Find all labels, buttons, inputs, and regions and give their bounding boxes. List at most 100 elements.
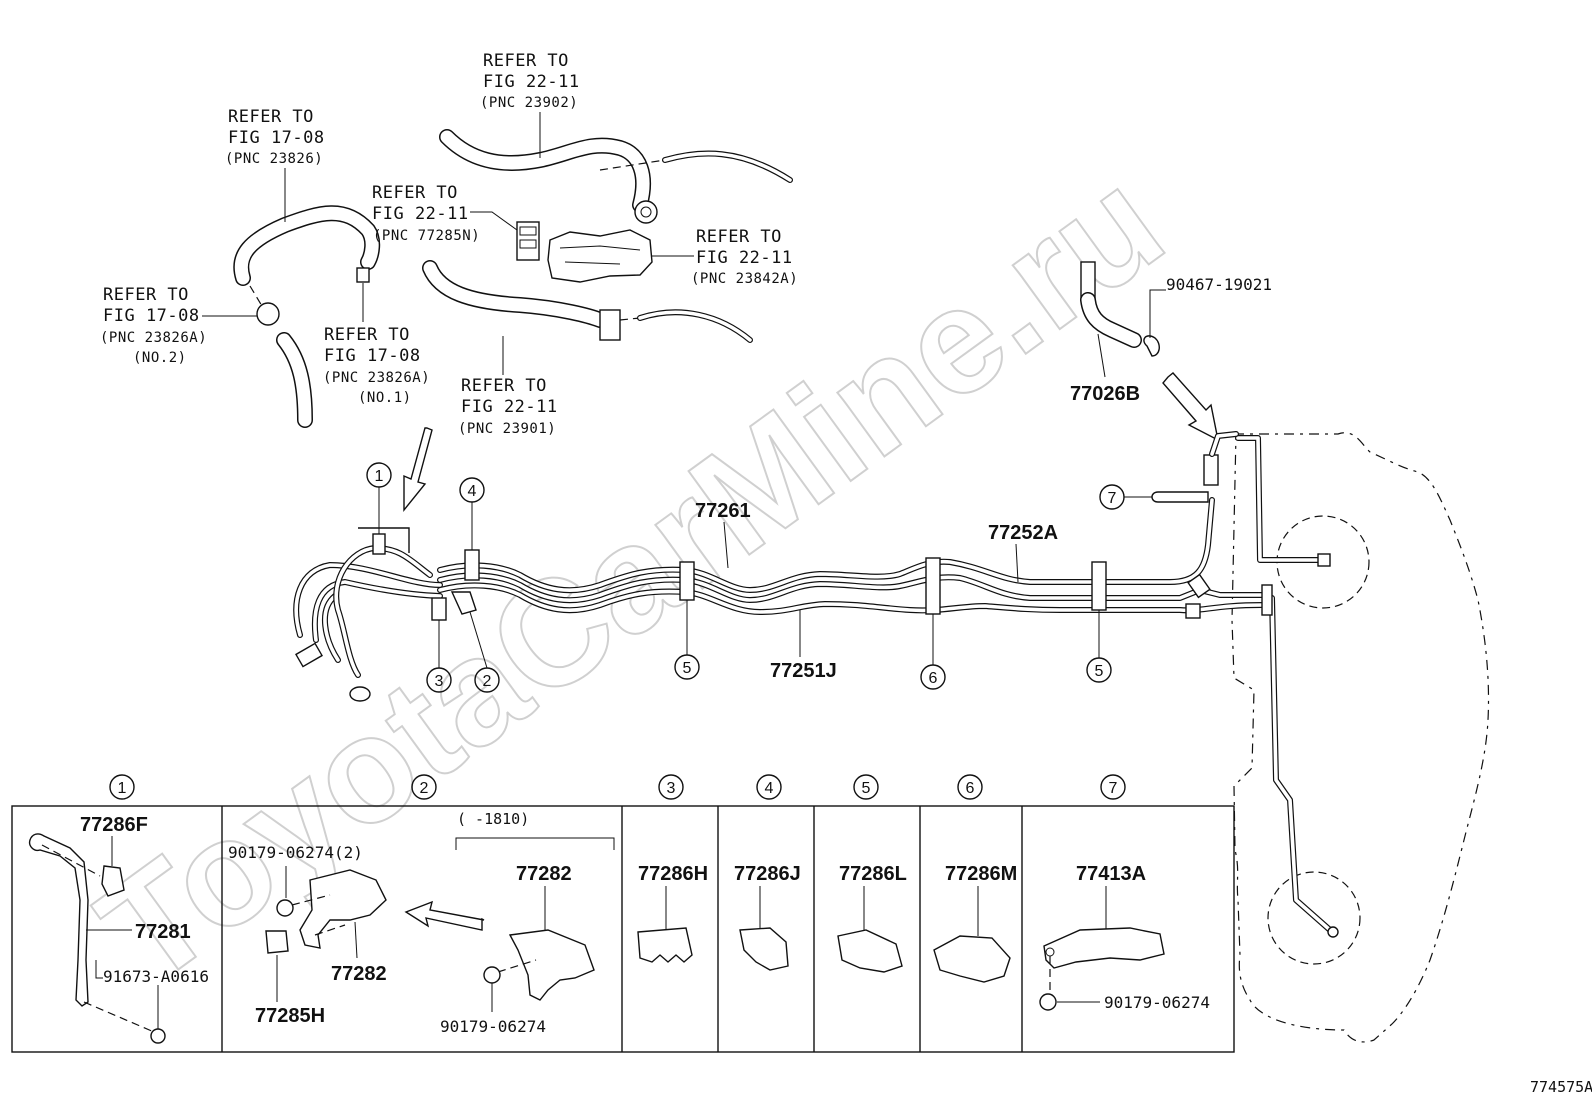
ref-line1: REFER TO (461, 376, 547, 396)
svg-text:6: 6 (966, 780, 975, 797)
clamp-5a (679, 561, 695, 601)
ref-line2: FIG 17-08 (324, 346, 421, 366)
svg-text:2: 2 (483, 673, 492, 690)
callout-1: 1 (358, 462, 410, 553)
clamp-6 (925, 557, 941, 615)
part-77252A: 77252A (988, 522, 1058, 544)
hose-23826 (233, 205, 381, 428)
ref-23901: REFER TO FIG 22-11 (PNC 23901) (458, 336, 558, 437)
part-77281: 77281 (135, 921, 191, 943)
part-77251J: 77251J (770, 660, 837, 682)
ref-line1: REFER TO (483, 51, 569, 71)
ref-pnc: (PNC 23826A) (100, 330, 207, 346)
svg-text:3: 3 (435, 673, 444, 690)
svg-text:4: 4 (468, 483, 477, 500)
ref-line2: FIG 22-11 (461, 397, 558, 417)
part-77026B: 77026B (1070, 383, 1140, 405)
ref-line1: REFER TO (103, 285, 189, 305)
clamp-1 (372, 533, 386, 555)
hose-23901 (422, 260, 753, 343)
ref-line1: REFER TO (696, 227, 782, 247)
svg-text:7: 7 (1108, 490, 1117, 507)
ref-line1: REFER TO (372, 183, 458, 203)
callout-7: 7 (1099, 484, 1152, 510)
detail-table: 1 2 3 4 5 6 7 77286F 77281 91673-A0616 (… (11, 774, 1235, 1053)
clamp-4 (464, 549, 480, 581)
clamp-5b (1091, 561, 1107, 611)
detail-cell-7: 77413A 90179-06274 (1039, 863, 1210, 1012)
detail-header-5: 5 (853, 774, 879, 800)
svg-text:2: 2 (420, 780, 429, 797)
callout-5b: 5 (1086, 610, 1112, 683)
ref-23902: REFER TO FIG 22-11 (PNC 23902) (480, 51, 580, 158)
ref-pnc: (PNC 23902) (480, 95, 578, 111)
part-77286J: 77286J (734, 863, 801, 885)
part-77282-left: 77282 (331, 963, 387, 985)
detail-cell-1: 77286F 77281 91673-A0616 (28, 814, 209, 1044)
figure-code: 774575A (1530, 1078, 1592, 1096)
callout-4: 4 (459, 477, 485, 550)
svg-text:1: 1 (375, 468, 384, 485)
detail-header-1: 1 (109, 774, 135, 800)
part-90467-19021: 90467-19021 (1166, 275, 1272, 294)
detail-cell-5: 77286L (837, 863, 907, 973)
detail-header-2: 2 (411, 774, 437, 800)
arrow-icon (403, 427, 433, 512)
ref-pnc: (PNC 23842A) (691, 271, 798, 287)
svg-text:6: 6 (929, 670, 938, 687)
fuel-tank (1231, 432, 1490, 1043)
detail-header-3: 3 (658, 774, 684, 800)
ref-77285N: REFER TO FIG 22-11 (PNC 77285N) (372, 183, 518, 244)
clamp-3 (431, 597, 447, 621)
part-77286F: 77286F (80, 814, 148, 836)
ref-note: (NO.1) (358, 390, 412, 406)
ref-pnc: (PNC 23826A) (323, 370, 430, 386)
ref-line2: FIG 22-11 (483, 72, 580, 92)
part-90179-06274: 90179-06274 (440, 1017, 546, 1036)
detail-header-7: 7 (1100, 774, 1126, 800)
part-77261: 77261 (695, 500, 751, 522)
ref-note: (NO.2) (133, 350, 187, 366)
ref-pnc: (PNC 23901) (458, 421, 556, 437)
part-77285H: 77285H (255, 1005, 325, 1027)
svg-text:3: 3 (667, 780, 676, 797)
ref-line2: FIG 22-11 (696, 248, 793, 268)
svg-text:5: 5 (683, 660, 692, 677)
ref-line2: FIG 17-08 (228, 128, 325, 148)
svg-text:7: 7 (1109, 780, 1118, 797)
part-77286L: 77286L (839, 863, 907, 885)
svg-text:4: 4 (765, 780, 774, 797)
ref-line1: REFER TO (324, 325, 410, 345)
ref-pnc: (PNC 23826) (225, 151, 323, 167)
ref-23826: REFER TO FIG 17-08 (PNC 23826) (225, 107, 325, 222)
ref-line2: FIG 17-08 (103, 306, 200, 326)
ref-line1: REFER TO (228, 107, 314, 127)
ref-line2: FIG 22-11 (372, 204, 469, 224)
part-90179-06274-2: 90179-06274(2) (228, 843, 363, 862)
svg-text:5: 5 (862, 780, 871, 797)
ref-23842A: REFER TO FIG 22-11 (PNC 23842A) (652, 227, 798, 287)
date-range: ( -1810) (457, 810, 529, 828)
arrow-icon (1162, 372, 1219, 442)
detail-cell-4: 77286J (734, 863, 801, 971)
callout-6: 6 (920, 614, 946, 690)
clamp-2 (450, 591, 477, 615)
arrow-icon (404, 900, 485, 931)
detail-header-4: 4 (756, 774, 782, 800)
detail-cell-2: ( -1810) 90179-06274(2) 77285H 77282 772… (228, 810, 615, 1036)
callout-3: 3 (426, 620, 452, 693)
callout-5a: 5 (674, 600, 700, 680)
svg-text:1: 1 (118, 780, 127, 797)
part-77413A: 77413A (1076, 863, 1146, 885)
ref-23826A-no1: REFER TO FIG 17-08 (PNC 23826A) (NO.1) (323, 283, 430, 406)
callout-2: 2 (469, 611, 500, 693)
fuel-pipe-assembly (293, 431, 1273, 702)
part-90179-06274-b: 90179-06274 (1104, 993, 1210, 1012)
bracket-23842A (547, 229, 653, 283)
part-91673-A0616: 91673-A0616 (103, 967, 209, 986)
connector-77026B: 77026B 90467-19021 (1070, 261, 1272, 442)
part-77282-right: 77282 (516, 863, 572, 885)
part-77286H: 77286H (638, 863, 708, 885)
ref-23826A-no2: REFER TO FIG 17-08 (PNC 23826A) (NO.2) (100, 285, 257, 366)
